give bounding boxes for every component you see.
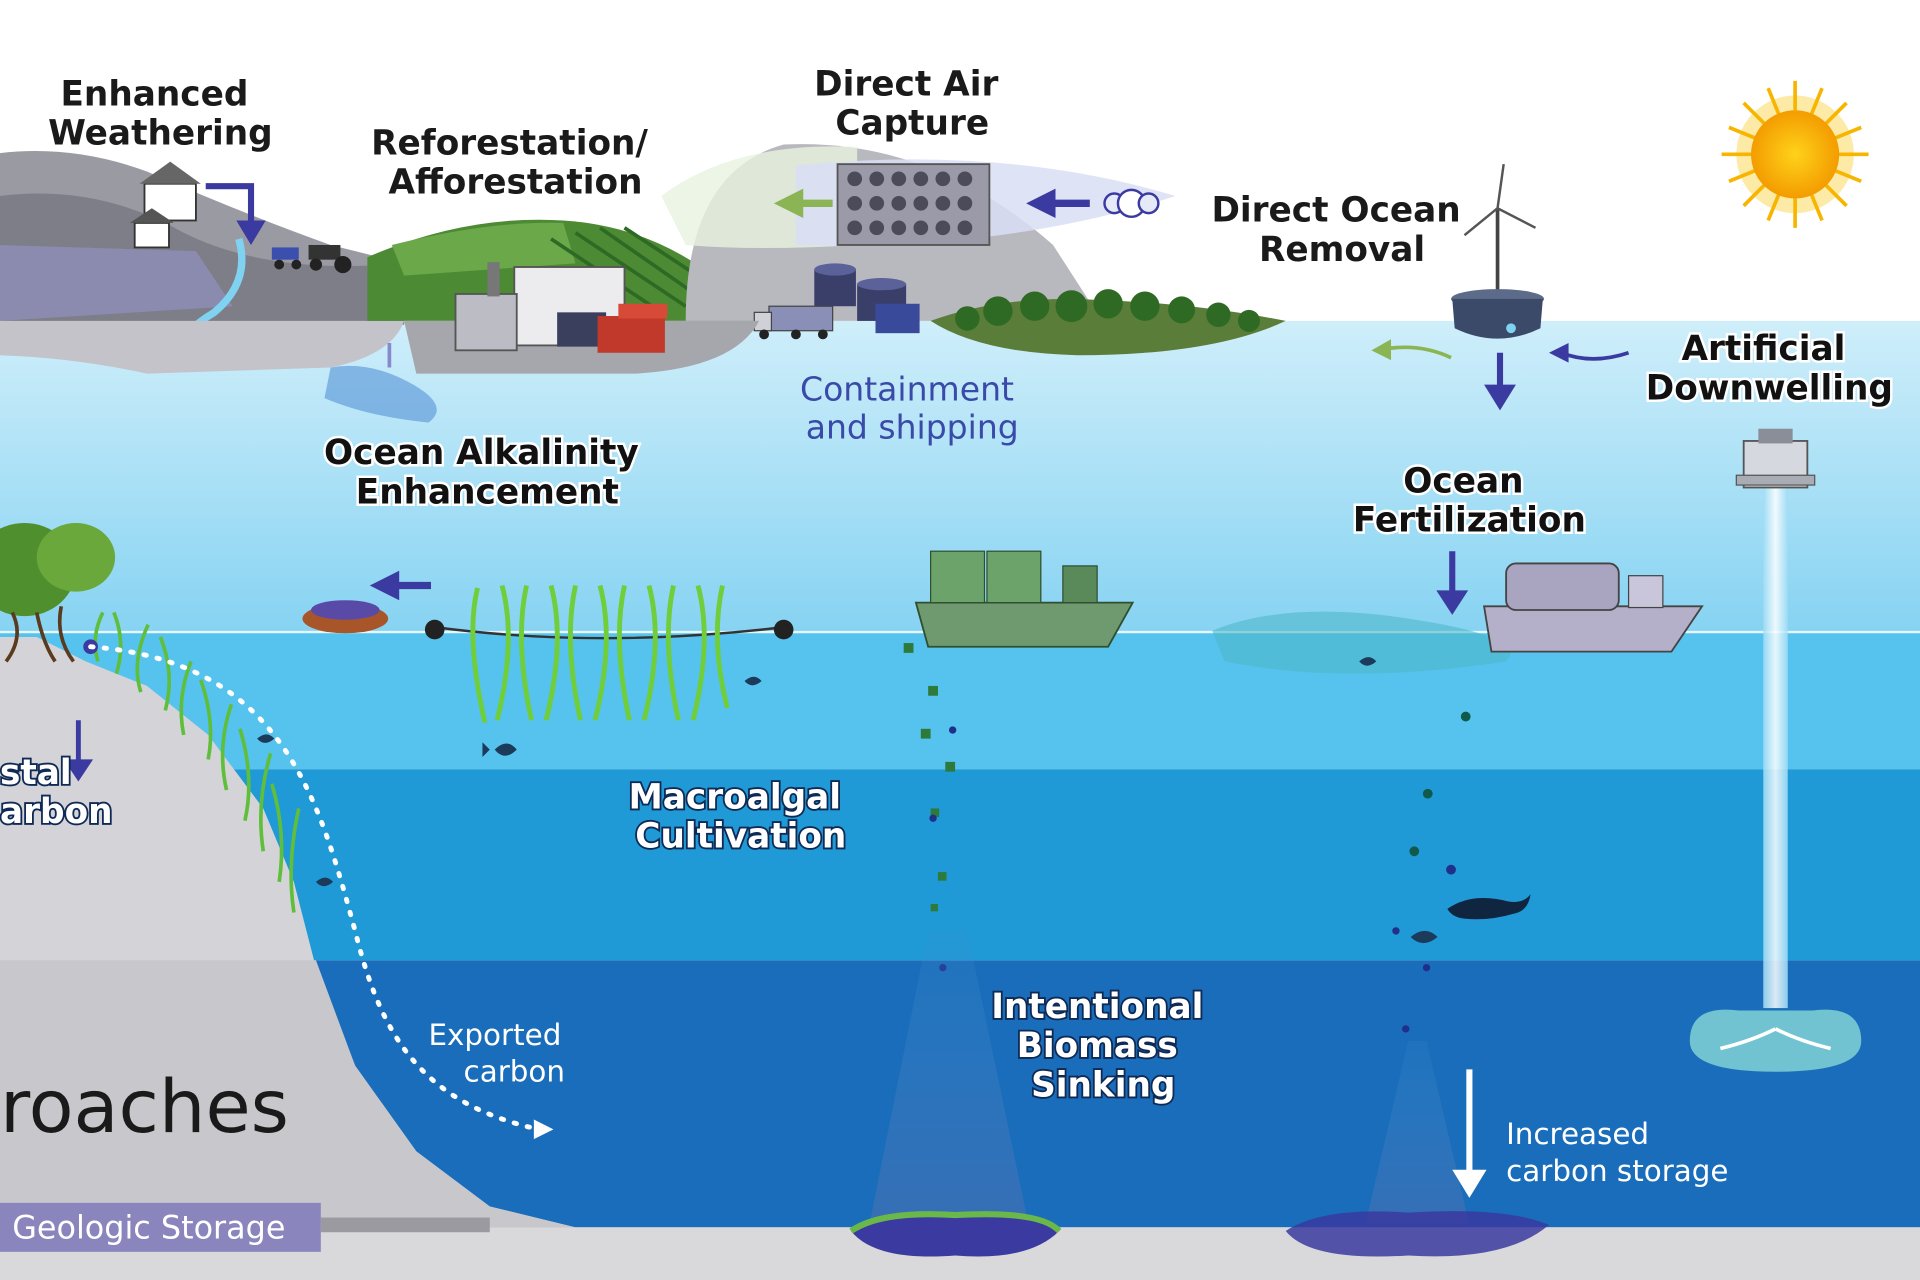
label-biomass-sinking: Intentional Biomass Sinking xyxy=(991,987,1215,1105)
ocean-mid-layer xyxy=(0,769,1920,961)
seal-icon xyxy=(1447,894,1531,920)
buoy-icon xyxy=(773,619,794,640)
tree-icon xyxy=(0,523,116,663)
downwelling-outflow xyxy=(1689,1009,1862,1072)
right-island xyxy=(930,298,1286,356)
coastal-shelf-shadow xyxy=(0,960,576,1228)
dac-unit-icon xyxy=(836,163,991,246)
factory-icon xyxy=(454,262,668,353)
ocean-upper-layer xyxy=(0,632,1920,770)
fertilization-patch xyxy=(1212,611,1511,674)
label-exported-carbon: Exported carbon xyxy=(428,1018,570,1089)
alkalinity-outflow xyxy=(324,365,437,423)
fertilization-particles xyxy=(1392,711,1471,1033)
weathering-arrow xyxy=(205,183,255,227)
co2-molecule-icon xyxy=(1103,188,1160,219)
label-reforestation: Reforestation/ Afforestation xyxy=(371,123,660,202)
label-approaches: roaches xyxy=(0,1065,289,1150)
weathered-field xyxy=(0,244,233,321)
label-ocean-alkalinity: Ocean Alkalinity Enhancement xyxy=(324,433,651,512)
exported-carbon-path xyxy=(88,644,542,1132)
geologic-storage-bar xyxy=(0,1202,321,1252)
tree-icon xyxy=(955,289,1260,332)
fertilization-storage xyxy=(1285,1211,1549,1257)
label-direct-ocean-removal: Direct Ocean Removal xyxy=(1211,191,1472,270)
label-coastal-carbon: stal arbon xyxy=(0,753,113,832)
label-increased-storage: Increased carbon storage xyxy=(1506,1117,1728,1188)
seagrass-bed xyxy=(93,611,301,913)
farm-buildings xyxy=(129,161,201,249)
ocean-removal-platform xyxy=(1451,289,1545,339)
wind-turbine-icon xyxy=(1463,163,1537,294)
biomass-plume xyxy=(869,930,1029,1225)
storage-tanks xyxy=(814,263,920,334)
biomass-storage xyxy=(851,1211,1060,1257)
seaweed-boat xyxy=(302,600,389,634)
label-direct-air-capture: Direct Air Capture xyxy=(814,65,1010,144)
fertilization-plume xyxy=(1365,1041,1470,1225)
label-artificial-downwelling: Artificial Downwelling xyxy=(1646,329,1893,408)
exported-carbon-arrowhead xyxy=(533,1119,554,1140)
kelp-icon xyxy=(470,584,730,724)
tractor-icon xyxy=(271,244,352,274)
geologic-bar-shadow xyxy=(320,1217,490,1233)
ship-icon xyxy=(914,550,1135,648)
shore-left xyxy=(0,320,405,374)
tanker-icon xyxy=(1483,562,1704,653)
sun-icon xyxy=(1721,80,1869,228)
label-macroalgal: Macroalgal Cultivation xyxy=(629,777,853,856)
label-ocean-fertilization: Ocean Fertilization xyxy=(1353,461,1586,540)
label-enhanced-weathering: Enhanced Weathering xyxy=(48,74,273,153)
downwelling-pipe-icon xyxy=(1735,428,1816,1009)
label-containment-shipping: Containment and shipping xyxy=(800,370,1024,447)
truck-icon xyxy=(753,305,834,340)
label-geologic-storage: Geologic Storage xyxy=(12,1208,285,1246)
fish-icon xyxy=(257,657,1438,944)
buoy-icon xyxy=(424,619,445,640)
